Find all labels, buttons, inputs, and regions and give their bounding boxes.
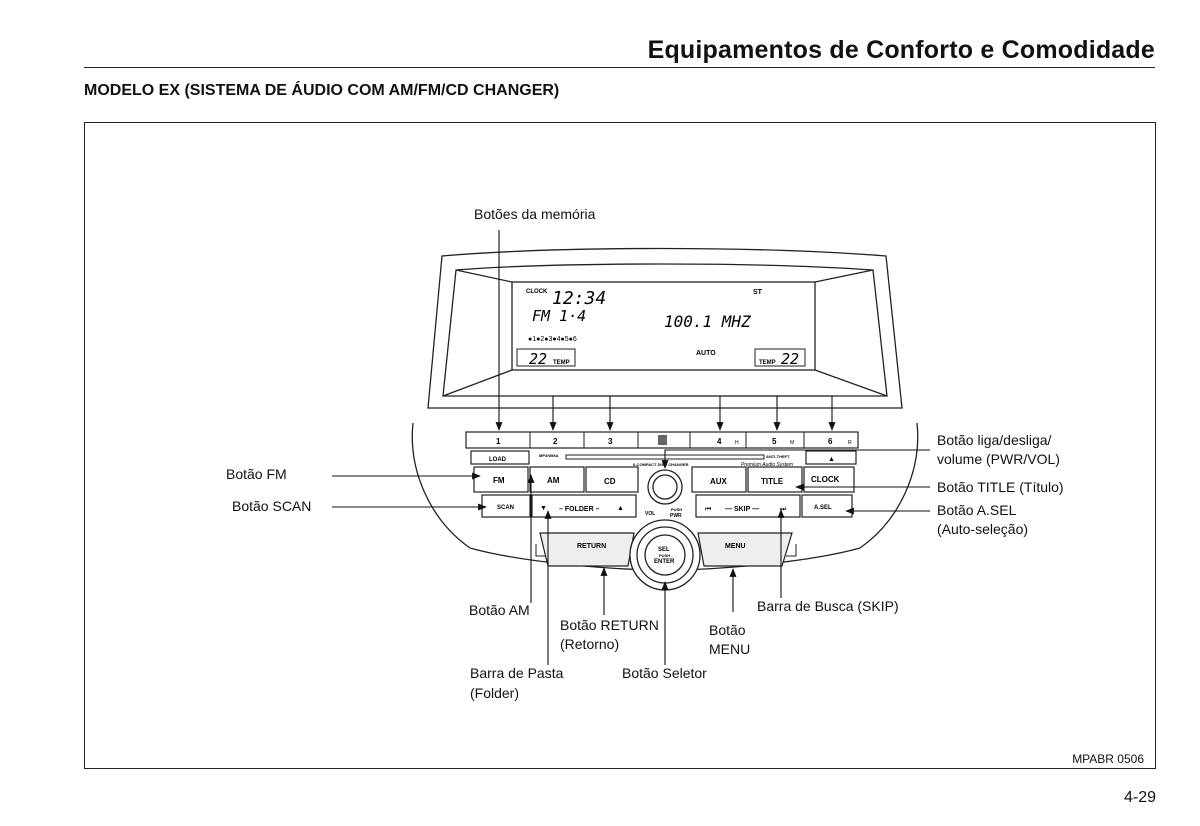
callout-title-button: Botão TITLE (Título) bbox=[937, 479, 1064, 495]
return-button-label: RETURN bbox=[577, 543, 606, 550]
lcd-stereo: ST bbox=[753, 289, 763, 296]
premium-text: Premium Audio System bbox=[741, 462, 793, 468]
changer-text: 6-COMPACT DISC CHANGER bbox=[633, 462, 689, 467]
am-button[interactable] bbox=[529, 466, 585, 493]
preset-button-2[interactable]: 2 bbox=[553, 437, 558, 446]
preset-4-sub: H bbox=[735, 440, 739, 446]
eject-icon: ▲ bbox=[828, 456, 835, 463]
page-header-title: Equipamentos de Conforto e Comodidade bbox=[647, 36, 1155, 64]
callout-menu-line2: MENU bbox=[709, 641, 751, 657]
menu-button[interactable] bbox=[697, 532, 793, 567]
folder-label: – FOLDER – bbox=[559, 506, 600, 513]
preset-row: 1 2 3 4 H 5 M 6 R bbox=[465, 431, 859, 449]
preset-6-sub: R bbox=[848, 440, 852, 446]
callout-memory-buttons: Botões da memória bbox=[474, 206, 596, 222]
callout-power-volume-line1: Botão liga/desliga/ bbox=[937, 432, 1052, 448]
callout-return-line1: Botão RETURN bbox=[560, 617, 659, 633]
lcd-temp-right: 22 bbox=[781, 350, 799, 368]
fm-button-label: FM bbox=[493, 476, 505, 485]
control-row: SCAN ▼ – FOLDER – ▲ ⏮ — SKIP — ⏭ A.SEL bbox=[481, 494, 853, 518]
folder-down-icon: ▼ bbox=[540, 505, 547, 512]
preset-button-5[interactable]: 5 bbox=[772, 437, 777, 446]
enter-label: ENTER bbox=[654, 559, 675, 565]
figure-code: MPABR 0506 bbox=[1072, 752, 1144, 766]
return-button[interactable] bbox=[539, 532, 635, 567]
clock-button-label: CLOCK bbox=[811, 475, 840, 484]
callout-folder-line2: (Folder) bbox=[470, 685, 520, 701]
skip-back-icon: ⏮ bbox=[705, 506, 711, 513]
mp3-logo: MP3/WMA bbox=[539, 453, 558, 458]
display-hood bbox=[427, 247, 903, 409]
callout-return-line2: (Retorno) bbox=[560, 636, 620, 652]
lcd-temp-left-label: TEMP bbox=[553, 360, 570, 366]
push-label: PUSH bbox=[671, 507, 682, 512]
lcd-temp-left-box bbox=[516, 348, 576, 367]
folder-bar[interactable] bbox=[531, 494, 637, 518]
selector-knob[interactable] bbox=[644, 534, 686, 576]
callout-asel-line2: (Auto-seleção) bbox=[937, 521, 1029, 537]
skip-bar[interactable] bbox=[695, 494, 801, 518]
eject-button[interactable] bbox=[805, 450, 857, 465]
pwr-label: PWR bbox=[670, 513, 682, 519]
am-button-label: AM bbox=[547, 476, 560, 485]
lcd-preset-indicators: ●1●2●3●4●5●6 bbox=[528, 336, 577, 343]
callout-power-volume-line2: volume (PWR/VOL) bbox=[937, 451, 1060, 467]
section-title: MODELO EX (SISTEMA DE ÁUDIO COM AM/FM/CD… bbox=[84, 82, 560, 99]
lcd-auto: AUTO bbox=[696, 350, 716, 357]
sel-push-label: PUSH bbox=[659, 553, 670, 558]
callout-fm-button: Botão FM bbox=[226, 466, 287, 482]
cd-slot-row: LOAD MP3/WMA 6-COMPACT DISC CHANGER ANTI… bbox=[470, 450, 857, 468]
asel-button-label: A.SEL bbox=[814, 505, 832, 511]
preset-button-6[interactable]: 6 bbox=[828, 437, 833, 446]
leader-lines bbox=[332, 230, 930, 665]
figure-frame bbox=[84, 122, 1156, 769]
header-rule bbox=[84, 67, 1155, 68]
lcd-clock-label: CLOCK bbox=[526, 289, 548, 295]
lcd-temp-right-box bbox=[754, 348, 806, 367]
lower-controls: RETURN MENU SEL PUSH ENTER bbox=[535, 519, 797, 591]
scan-button-label: SCAN bbox=[497, 505, 514, 511]
callout-scan-button: Botão SCAN bbox=[232, 498, 312, 514]
hazard-icon bbox=[658, 435, 667, 445]
lcd-temp-left: 22 bbox=[529, 350, 547, 368]
lcd-clock-time: 12:34 bbox=[552, 288, 606, 309]
lcd-screen bbox=[511, 281, 816, 371]
load-button-label: LOAD bbox=[489, 457, 507, 463]
callout-folder-line1: Barra de Pasta bbox=[470, 665, 564, 681]
callout-menu-line1: Botão bbox=[709, 622, 746, 638]
volume-knob[interactable]: VOL PUSH PWR bbox=[645, 469, 683, 519]
title-button-label: TITLE bbox=[761, 477, 784, 486]
vol-label: VOL bbox=[645, 511, 655, 517]
load-button[interactable] bbox=[470, 450, 530, 465]
lcd-band-preset: FM 1·4 bbox=[532, 307, 586, 325]
callout-asel-line1: Botão A.SEL bbox=[937, 502, 1017, 518]
cd-button-label: CD bbox=[604, 477, 616, 486]
preset-button-4[interactable]: 4 bbox=[717, 437, 722, 446]
asel-button[interactable] bbox=[801, 494, 853, 518]
cd-button[interactable] bbox=[585, 466, 639, 493]
sel-label: SEL bbox=[658, 547, 670, 553]
menu-button-label: MENU bbox=[725, 543, 746, 550]
lcd-frequency: 100.1 MHZ bbox=[664, 312, 751, 331]
callout-am-button: Botão AM bbox=[469, 602, 530, 618]
callout-selector-button: Botão Seletor bbox=[622, 665, 707, 681]
title-button[interactable] bbox=[747, 466, 803, 493]
page-number: 4-29 bbox=[1123, 789, 1156, 806]
folder-up-icon: ▲ bbox=[617, 505, 624, 512]
aux-button[interactable] bbox=[691, 466, 747, 493]
preset-5-sub: M bbox=[790, 440, 794, 446]
clock-button[interactable] bbox=[803, 466, 855, 493]
lcd-temp-right-label: TEMP bbox=[759, 360, 776, 366]
antitheft-text: ANTI-THEFT bbox=[766, 454, 790, 459]
callout-skip-bar: Barra de Busca (SKIP) bbox=[757, 598, 899, 614]
preset-button-1[interactable]: 1 bbox=[496, 437, 501, 446]
preset-button-3[interactable]: 3 bbox=[608, 437, 613, 446]
source-row: FM AM CD AUX TITLE CLOCK bbox=[473, 466, 855, 493]
skip-label: — SKIP — bbox=[725, 506, 759, 513]
aux-button-label: AUX bbox=[710, 477, 728, 486]
